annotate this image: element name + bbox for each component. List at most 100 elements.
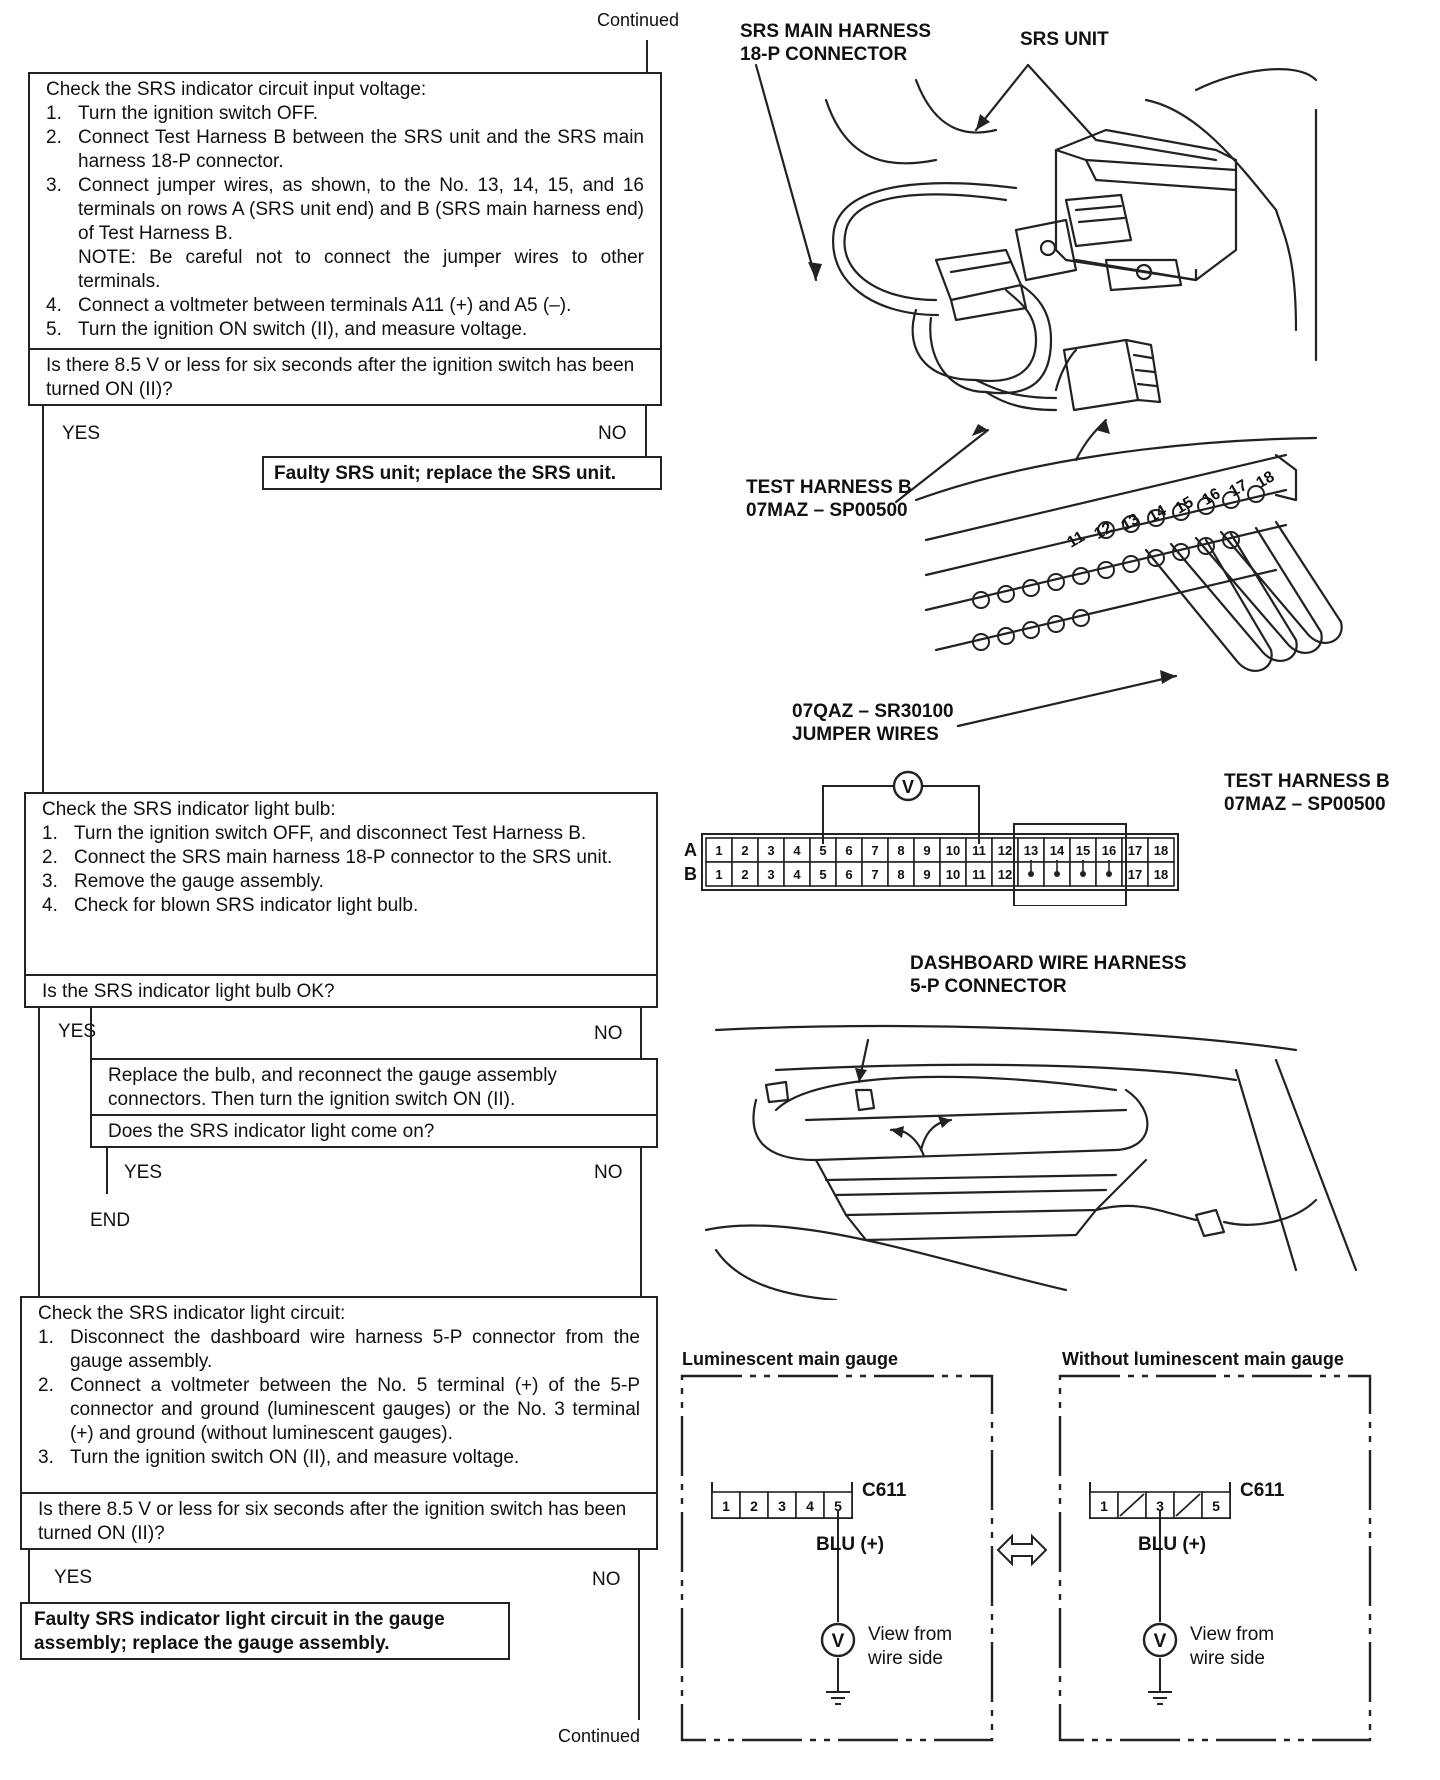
step2-yes-label: YES (58, 1021, 97, 1042)
step3-instructions-box: Check the SRS indicator light circuit: 1… (20, 1296, 658, 1494)
flow-line-2-left (38, 1008, 40, 1298)
terminal-number: 17 (1128, 843, 1142, 858)
step2-sub-no-label: NO (594, 1162, 623, 1183)
step1-item: 2.Connect Test Harness B between the SRS… (46, 126, 644, 174)
step2-item-number: 4. (42, 895, 58, 916)
fig1-pin-number: 15 (1173, 494, 1197, 518)
row-b-label: B (684, 864, 697, 884)
step3-question-box: Is there 8.5 V or less for six seconds a… (20, 1492, 658, 1550)
terminal-cell (705, 861, 733, 887)
fig1-pin-number: 18 (1254, 468, 1278, 492)
terminal-cell (731, 861, 759, 887)
connector-id: C611 (862, 1480, 907, 1501)
step1-heading: Check the SRS indicator circuit input vo… (46, 79, 427, 100)
terminal-number: 3 (767, 867, 774, 882)
voltmeter-symbol (1142, 1622, 1178, 1658)
terminal-number: 4 (793, 867, 801, 882)
luminescent-gauge-title: Luminescent main gauge (682, 1349, 899, 1369)
step1-question: Is there 8.5 V or less for six seconds a… (46, 355, 635, 400)
flow-line-1-yes (42, 406, 44, 794)
terminal-cell (1147, 837, 1175, 863)
step2-item-text: Remove the gauge assembly. (74, 871, 324, 892)
step2-item: 3. Remove the gauge assembly. (42, 870, 640, 894)
terminal-number: 14 (1050, 843, 1065, 858)
srs-unit-label: SRS UNIT (1020, 28, 1109, 51)
terminal-cell (757, 861, 785, 887)
terminal-number: 15 (1076, 843, 1090, 858)
step3-item-text: Turn the ignition switch ON (II), and me… (70, 1447, 520, 1468)
caption-line: DASHBOARD WIRE HARNESS (910, 953, 1187, 974)
step3-heading: Check the SRS indicator light circuit: (38, 1303, 346, 1324)
wire-color-label: BLU (+) (1138, 1534, 1206, 1555)
terminal-number: 4 (793, 843, 801, 858)
step2-heading: Check the SRS indicator light bulb: (42, 799, 336, 820)
step2-instructions-box: Check the SRS indicator light bulb: 1.Tu… (24, 792, 658, 976)
step2-subquestion-box: Does the SRS indicator light come on? (90, 1114, 658, 1148)
terminal-number: 10 (946, 843, 960, 858)
caption-line: SRS MAIN HARNESS (740, 21, 932, 42)
terminal-number: 8 (897, 867, 904, 882)
step2-item-number: 3. (42, 871, 58, 892)
flow-line-sub-no (640, 1148, 642, 1298)
harness-outline (701, 833, 1179, 891)
terminal-cell (939, 861, 967, 887)
terminal-number: 10 (946, 867, 960, 882)
voltmeter-label: V (902, 777, 914, 797)
step1-item: 4.Connect a voltmeter between terminals … (46, 294, 644, 318)
step1-item-text: Connect jumper wires, as shown, to the N… (78, 175, 644, 244)
step1-yes-label: YES (62, 423, 101, 444)
terminal-number: 12 (998, 867, 1012, 882)
connector-pin-number: 5 (834, 1498, 842, 1514)
terminal-number: 6 (845, 843, 852, 858)
view-note: wire side (1189, 1648, 1265, 1669)
step1-instructions-box: Check the SRS indicator circuit input vo… (28, 72, 662, 350)
view-note: View from (1190, 1624, 1274, 1645)
terminal-number: 5 (819, 867, 826, 882)
terminal-cell (835, 861, 863, 887)
continued-top-label: Continued (597, 10, 680, 30)
terminal-number: 12 (998, 843, 1012, 858)
step1-item-text: Turn the ignition ON switch (II), and me… (78, 319, 528, 340)
voltmeter-symbol (820, 1622, 856, 1658)
terminal-cell (939, 837, 967, 863)
fig1-pin-number: 14 (1146, 502, 1170, 526)
terminal-cell (913, 861, 941, 887)
step3-item-number: 1. (38, 1327, 54, 1348)
step2-list: 1.Turn the ignition switch OFF, and disc… (42, 822, 640, 918)
connector-slot (739, 1491, 769, 1519)
step1-item-number: 5. (46, 319, 62, 340)
connector-slot (1089, 1491, 1119, 1519)
flow-line-top (646, 40, 648, 73)
connector-pin-number: 4 (806, 1498, 814, 1514)
terminal-number: 16 (1102, 843, 1116, 858)
terminal-cell (1147, 861, 1175, 887)
step1-item-text: NOTE: Be careful not to connect the jump… (78, 247, 644, 292)
voltmeter-label: V (1154, 1631, 1167, 1652)
voltmeter-label: V (832, 1631, 845, 1652)
caption-line: 07MAZ – SP00500 (746, 500, 908, 521)
step1-no-label: NO (598, 423, 627, 444)
step2-question-box: Is the SRS indicator light bulb OK? (24, 974, 658, 1008)
row-a-label: A (684, 840, 697, 860)
terminal-number: 11 (972, 843, 986, 858)
step3-item-text: Disconnect the dashboard wire harness 5-… (70, 1327, 640, 1372)
terminal-number: 5 (819, 843, 826, 858)
connector-pin-number: 2 (750, 1498, 758, 1514)
terminal-number: 1 (715, 843, 722, 858)
step2-item: 1.Turn the ignition switch OFF, and disc… (42, 822, 640, 846)
terminal-number: 2 (741, 843, 748, 858)
jumper-box (1013, 823, 1127, 906)
step1-item-number (46, 246, 78, 294)
double-arrow-icon (996, 1533, 1048, 1567)
step2-subquestion: Does the SRS indicator light come on? (108, 1121, 435, 1142)
step2-question: Is the SRS indicator light bulb OK? (42, 981, 335, 1002)
flow-line-2-no (640, 1008, 642, 1060)
step3-no-label: NO (592, 1569, 621, 1590)
empty-slot-mark (1119, 1493, 1145, 1517)
step1-item-number: 4. (46, 295, 62, 316)
connector-slot (1201, 1491, 1231, 1519)
fig1-pin-number: 16 (1200, 485, 1224, 509)
